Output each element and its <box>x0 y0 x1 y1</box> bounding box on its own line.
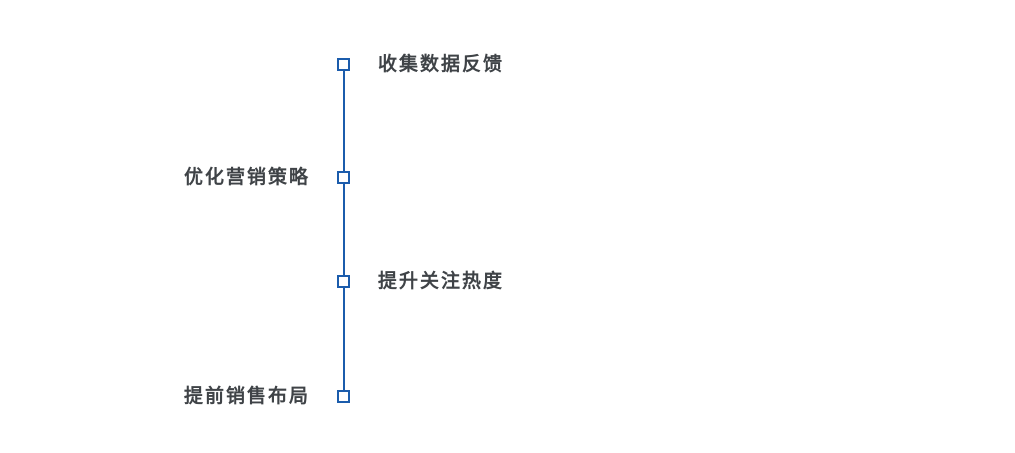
timeline-label: 提前销售布局 <box>183 385 310 407</box>
timeline-label: 优化营销策略 <box>183 166 310 188</box>
timeline-label: 收集数据反馈 <box>378 53 505 75</box>
timeline-label: 提升关注热度 <box>378 270 505 292</box>
timeline-node <box>337 390 350 403</box>
timeline-node <box>337 275 350 288</box>
timeline-node <box>337 58 350 71</box>
timeline-axis-line <box>343 64 345 396</box>
timeline-node <box>337 171 350 184</box>
